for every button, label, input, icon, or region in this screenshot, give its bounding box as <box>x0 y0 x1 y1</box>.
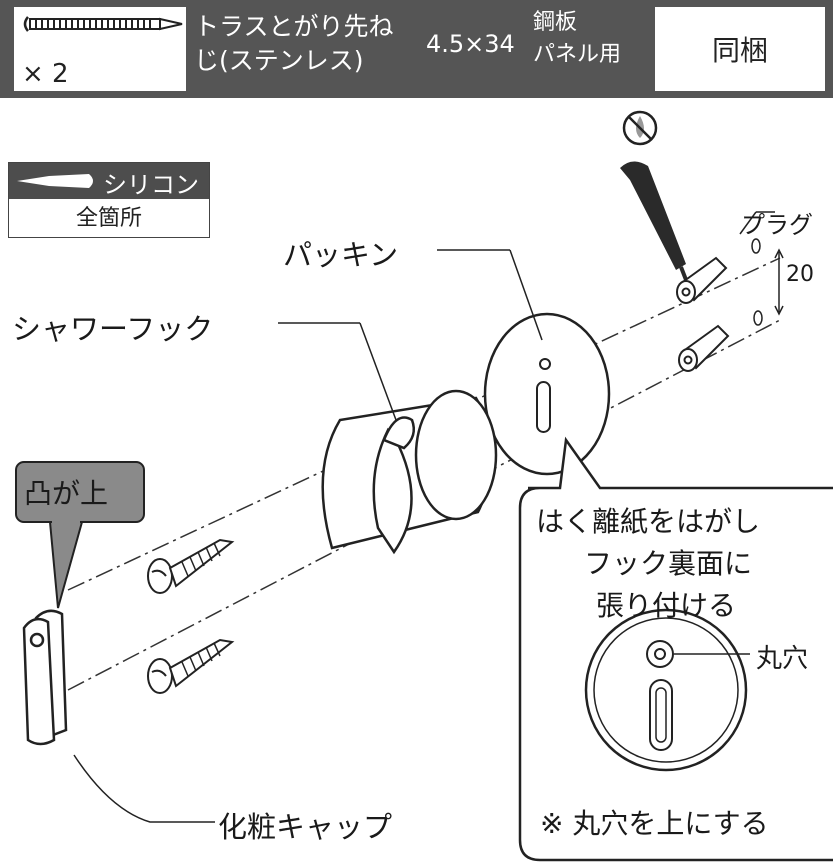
material-line1: 鋼板 <box>533 10 578 35</box>
silicone-legend: シリコン 全箇所 <box>8 162 210 238</box>
dimension-marker <box>739 211 784 316</box>
silicone-tube <box>620 161 690 286</box>
silicone-tube-icon <box>17 174 93 188</box>
convex-up-callout <box>15 461 145 609</box>
screw-quantity: × 2 <box>22 59 69 89</box>
callout-line3: 張り付ける <box>596 589 737 622</box>
screw-lower <box>147 638 235 694</box>
wall-holes <box>751 238 763 326</box>
screw-illustration-cell: × 2 <box>14 7 186 91</box>
shower-hook-label: シャワーフック <box>12 312 214 346</box>
screw-icon <box>23 16 183 32</box>
screw-name-line1: トラスとがり先ね <box>194 12 394 41</box>
plug-label: プラグ <box>741 211 813 239</box>
material-line2: パネル用 <box>533 42 622 67</box>
packing-label: パッキン <box>283 238 399 272</box>
plug-lower <box>678 324 730 372</box>
screw-name-line2: じ(ステンレス) <box>194 46 364 75</box>
round-hole-label: 丸穴 <box>756 644 809 674</box>
parts-table: × 2 トラスとがり先ね じ(ステンレス) 4.5×34 鋼板 パネル用 同梱 <box>0 0 833 98</box>
silicone-legend-location: 全箇所 <box>75 206 142 231</box>
instruction-callout <box>518 436 833 862</box>
no-water-icon <box>622 110 658 146</box>
callout-line1: はく離紙をはがし <box>536 505 761 538</box>
spacing-label: 20 <box>786 262 814 287</box>
shower-hook <box>321 389 498 555</box>
axis-lines <box>67 257 781 691</box>
screw-size: 4.5×34 <box>426 30 515 58</box>
decorative-cap <box>22 609 68 746</box>
included-note: 同梱 <box>655 7 825 91</box>
screw-material: 鋼板 パネル用 <box>533 7 621 71</box>
convex-up-label: 凸が上 <box>24 477 109 510</box>
screw-name: トラスとがり先ね じ(ステンレス) <box>194 10 414 78</box>
cap-label: 化粧キャップ <box>218 810 393 844</box>
silicone-legend-label: シリコン <box>103 171 199 199</box>
packing-disc <box>483 312 611 476</box>
screw-upper <box>147 538 235 594</box>
callout-footnote: ※ 丸穴を上にする <box>540 807 769 840</box>
callout-line2: フック裏面に <box>584 547 753 580</box>
silicone-legend-header: シリコン <box>9 163 209 199</box>
plug-upper <box>676 256 728 304</box>
